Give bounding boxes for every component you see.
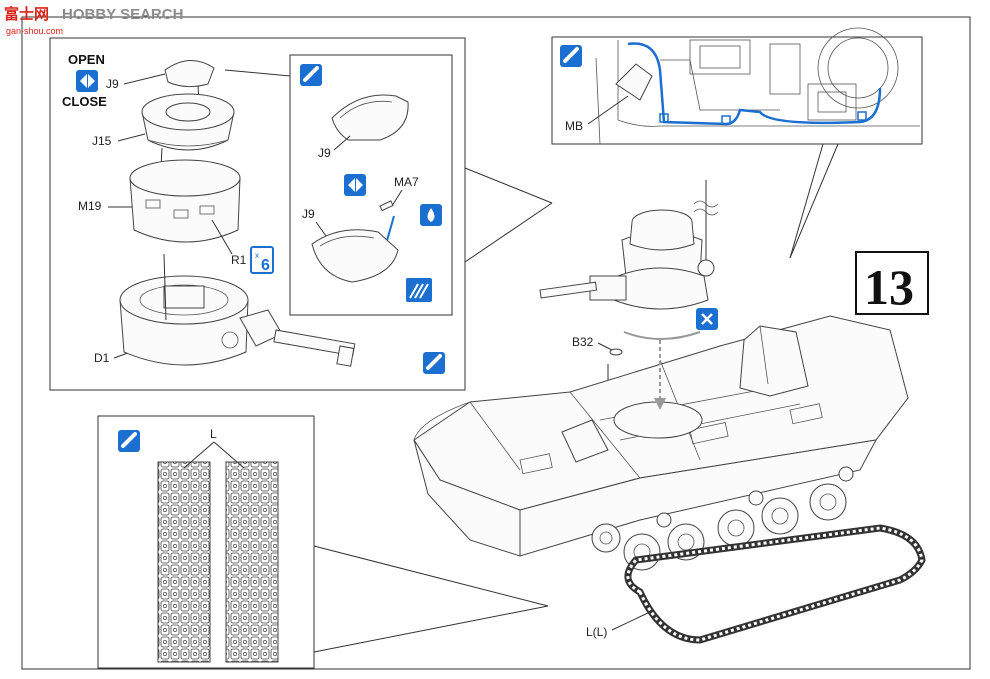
step-number-box: 13 <box>855 251 929 315</box>
quantity-badge: x 6 <box>250 246 274 274</box>
hatch-open-label: OPEN <box>68 52 105 67</box>
cement-icon <box>420 204 442 226</box>
part-label-j9-open: J9 <box>318 146 331 160</box>
track-run-right <box>225 461 279 663</box>
handle-ma7 <box>379 200 394 212</box>
turret-base-d1 <box>119 253 356 367</box>
part-label-d1: D1 <box>94 351 110 365</box>
main-turret-view <box>539 180 719 410</box>
hatch-detail-panel: J9 MA7 J9 <box>289 54 453 316</box>
glue-icon <box>560 45 582 67</box>
watermark-brand: HOBBY SEARCH <box>62 6 183 23</box>
glue-icon <box>118 430 140 452</box>
open-close-icon <box>344 174 366 196</box>
paint-icon <box>406 278 432 302</box>
open-close-icon <box>76 70 98 92</box>
turret-ring-m19 <box>129 159 241 243</box>
part-label-ma7: MA7 <box>394 175 419 189</box>
hatch-open-view <box>331 94 409 141</box>
quantity-value: 6 <box>261 257 270 274</box>
part-label-j15: J15 <box>92 134 112 148</box>
part-label-m19: M19 <box>78 199 102 213</box>
turret-top-j15 <box>141 93 235 151</box>
part-label-r1: R1 <box>231 253 247 267</box>
hatch-closed-view <box>311 229 399 283</box>
hull-inset-panel: MB <box>551 27 923 145</box>
glue-icon <box>300 64 322 86</box>
watermark-chinese: 富士网 <box>4 5 49 23</box>
page-frame <box>21 16 971 670</box>
part-label-j9: J9 <box>106 77 119 91</box>
part-label-track: L(L) <box>586 625 607 639</box>
watermark: 富士网 HOBBY SEARCH gan-shou.com <box>4 5 183 36</box>
hatch-j9 <box>164 60 215 88</box>
part-label-l: L <box>210 427 217 441</box>
part-label-j9-closed: J9 <box>302 207 315 221</box>
part-label-mb: MB <box>565 119 583 133</box>
svg-text:x: x <box>255 251 259 260</box>
part-label-b32: B32 <box>572 335 594 349</box>
hatch-close-label: CLOSE <box>62 94 107 109</box>
main-hull-view: L(L) <box>413 315 926 644</box>
glue-icon <box>423 352 445 374</box>
track-panel: L <box>97 415 315 669</box>
watermark-url: gan-shou.com <box>6 26 63 36</box>
no-glue-icon <box>696 308 718 330</box>
step-number: 13 <box>864 259 914 315</box>
track-run-left <box>157 461 211 663</box>
part-b32 <box>609 348 623 356</box>
